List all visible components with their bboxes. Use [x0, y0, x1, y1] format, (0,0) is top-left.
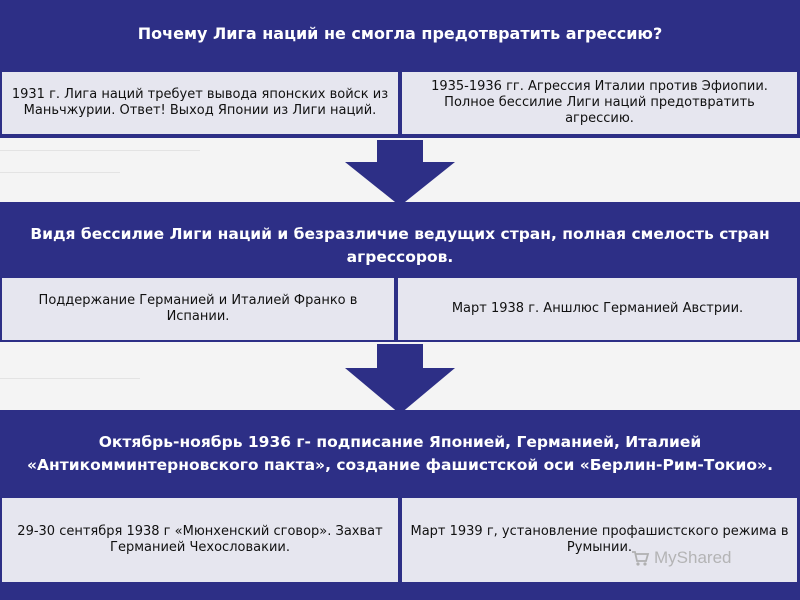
cart-icon	[632, 551, 650, 566]
divider	[0, 172, 120, 173]
section-3-right-text: Март 1939 г, установление профашистского…	[410, 524, 789, 555]
section-1-right-box: 1935-1936 гг. Агрессия Италии против Эфи…	[402, 72, 797, 134]
watermark-text: MyShared	[654, 548, 732, 567]
watermark: MyShared	[630, 548, 731, 568]
section-2-right-text: Март 1938 г. Аншлюс Германией Австрии.	[451, 301, 744, 316]
section-1-left-text: 1931 г. Лига наций требует вывода японск…	[11, 87, 389, 118]
section-3-heading: Октябрь-ноябрь 1936 г- подписание Японие…	[27, 433, 773, 474]
section-3-left-text: 29-30 сентября 1938 г «Мюнхенский сговор…	[17, 524, 383, 555]
section-1-heading: Почему Лига наций не смогла предотвратит…	[137, 24, 663, 43]
section-2-heading: Видя бессилие Лиги наций и безразличие в…	[30, 225, 770, 266]
section-1: Почему Лига наций не смогла предотвратит…	[0, 0, 800, 138]
section-3-right-box: Март 1939 г, установление профашистского…	[402, 498, 797, 582]
arrow-down-icon	[345, 344, 455, 414]
section-1-right-text: 1935-1936 гг. Агрессия Италии против Эфи…	[431, 79, 768, 126]
section-1-left-box: 1931 г. Лига наций требует вывода японск…	[2, 72, 398, 134]
section-2-left-text: Поддержание Германией и Италией Франко в…	[38, 293, 358, 324]
section-3: Октябрь-ноябрь 1936 г- подписание Японие…	[0, 410, 800, 600]
section-2-right-box: Март 1938 г. Аншлюс Германией Австрии.	[398, 278, 797, 340]
divider	[0, 150, 200, 151]
section-2-left-box: Поддержание Германией и Италией Франко в…	[2, 278, 394, 340]
divider	[0, 378, 140, 379]
arrow-down-icon	[345, 140, 455, 206]
section-2: Видя бессилие Лиги наций и безразличие в…	[0, 202, 800, 342]
section-3-left-box: 29-30 сентября 1938 г «Мюнхенский сговор…	[2, 498, 398, 582]
